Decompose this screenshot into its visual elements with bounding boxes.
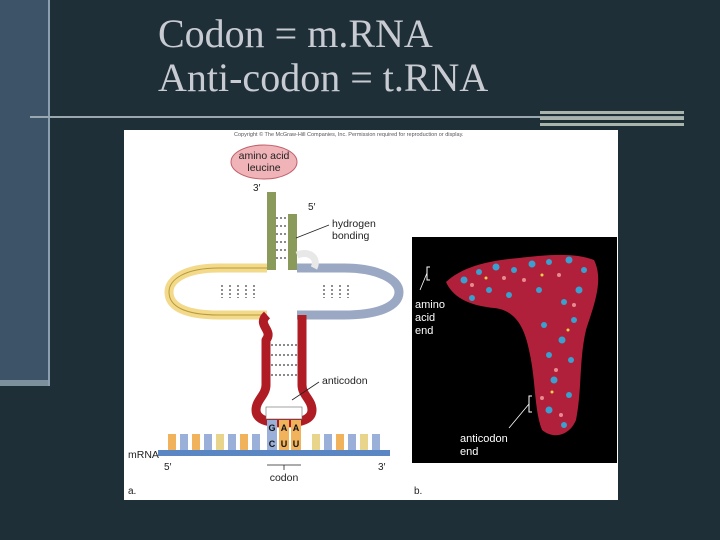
anticodon-label: anticodon: [322, 375, 368, 387]
anticodon-pointer: [291, 381, 320, 401]
d-arm-bonds: [221, 285, 255, 298]
trna-space-filling-model: [446, 254, 599, 436]
trna-figure: Copyright © The McGraw-Hill Companies, I…: [124, 130, 618, 500]
three-prime-top-label: 3′: [253, 183, 261, 194]
anticodon-base-3: A: [293, 423, 300, 433]
anticodon-arm-bonds: [271, 344, 297, 376]
leucine-label: leucine: [247, 162, 280, 174]
title-underline: [30, 116, 684, 118]
codon-base-1: C: [269, 439, 276, 449]
anticodon-base-2: A: [281, 423, 288, 433]
codon-label: codon: [270, 472, 299, 484]
three-prime-bottom-label: 3′: [378, 462, 386, 473]
mrna-bases: [168, 434, 380, 450]
anticodon-end-label-1: anticodon: [460, 433, 508, 445]
anticodon-box: [265, 406, 303, 420]
t-arm-bonds: [323, 285, 349, 298]
trna-figure-svg: Copyright © The McGraw-Hill Companies, I…: [128, 131, 617, 497]
t-arm-loop: [297, 263, 404, 320]
variable-loop: [295, 250, 319, 270]
anticodon-arm: [251, 311, 317, 428]
side-accent-bar: [0, 0, 50, 386]
anticodon-end-pointer: [508, 403, 530, 429]
base-pair-columns: [267, 420, 301, 450]
side-accent-bar-base: [0, 380, 48, 386]
panel-a-label: a.: [128, 486, 136, 497]
hydrogen-label: hydrogen: [332, 218, 376, 230]
amino-acid-label: amino acid: [239, 150, 290, 162]
amino-acid-bubble: [230, 144, 298, 180]
five-prime-top-label: 5′: [308, 202, 316, 213]
title-line-1: Codon = m.RNA: [158, 11, 433, 56]
acceptor-stem-3prime: [267, 192, 276, 270]
mrna-strand: [158, 450, 390, 456]
bonding-label: bonding: [332, 230, 370, 242]
anticodon-end-label-2: end: [460, 446, 478, 458]
acceptor-stem-bonds: [276, 217, 288, 259]
mrna-label: mRNA: [128, 449, 159, 461]
slide-title: Codon = m.RNA Anti-codon = t.RNA: [158, 12, 488, 100]
amino-label: amino: [415, 299, 445, 311]
copyright-text: Copyright © The McGraw-Hill Companies, I…: [234, 131, 464, 138]
d-arm-outline: [168, 267, 267, 316]
five-prime-bottom-label: 5′: [164, 462, 172, 473]
codon-base-2: U: [281, 439, 288, 449]
panel-b: amino acid end anticodon end b.: [412, 237, 617, 497]
title-line-2: Anti-codon = t.RNA: [158, 55, 489, 100]
acid-label: acid: [415, 312, 435, 324]
panel-a: amino acid leucine 3′ 5′ hydrogen bondin…: [128, 144, 404, 497]
title-underline-accent: [540, 111, 684, 126]
hydrogen-bonding-pointer: [295, 224, 330, 239]
acceptor-stem-5prime: [288, 214, 297, 270]
d-arm-loop: [164, 263, 267, 320]
panel-b-label: b.: [414, 486, 422, 497]
amino-acid-end-pointer: [419, 272, 428, 291]
amino-end-label: end: [415, 325, 433, 337]
anticodon-base-1: G: [268, 423, 275, 433]
codon-base-3: U: [293, 439, 300, 449]
